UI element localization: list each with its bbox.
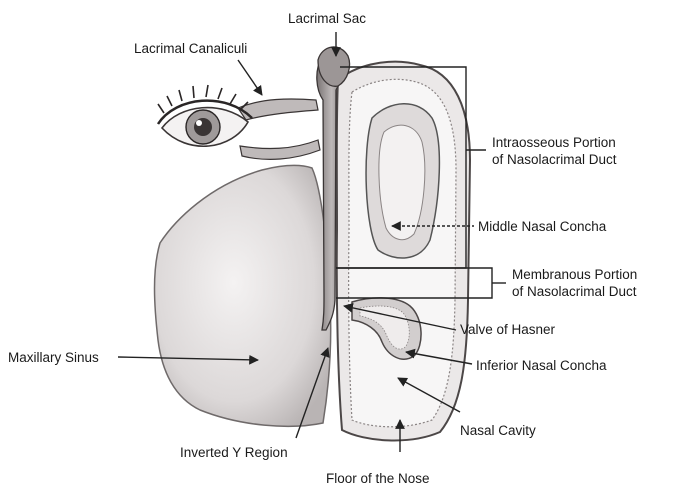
maxillary-sinus-shape [155,166,331,427]
label-membranous-line2: of Nasolacrimal Duct [512,283,637,300]
label-middle-concha: Middle Nasal Concha [478,218,606,235]
label-membranous: Membranous Portion of Nasolacrimal Duct [512,266,637,300]
label-membranous-line1: Membranous Portion [512,266,637,283]
label-intraosseous-line2: of Nasolacrimal Duct [492,151,617,168]
label-maxillary-sinus: Maxillary Sinus [8,349,99,366]
label-inferior-concha: Inferior Nasal Concha [476,357,607,374]
label-intraosseous-line1: Intraosseous Portion [492,134,617,151]
label-nasal-cavity: Nasal Cavity [460,422,536,439]
label-floor-nose: Floor of the Nose [326,470,430,487]
label-lacrimal-canaliculi: Lacrimal Canaliculi [134,40,247,57]
label-inverted-y: Inverted Y Region [180,444,288,461]
label-valve-hasner: Valve of Hasner [460,321,555,338]
eye-illustration [158,85,252,146]
label-intraosseous: Intraosseous Portion of Nasolacrimal Duc… [492,134,617,168]
label-lacrimal-sac: Lacrimal Sac [288,10,366,27]
